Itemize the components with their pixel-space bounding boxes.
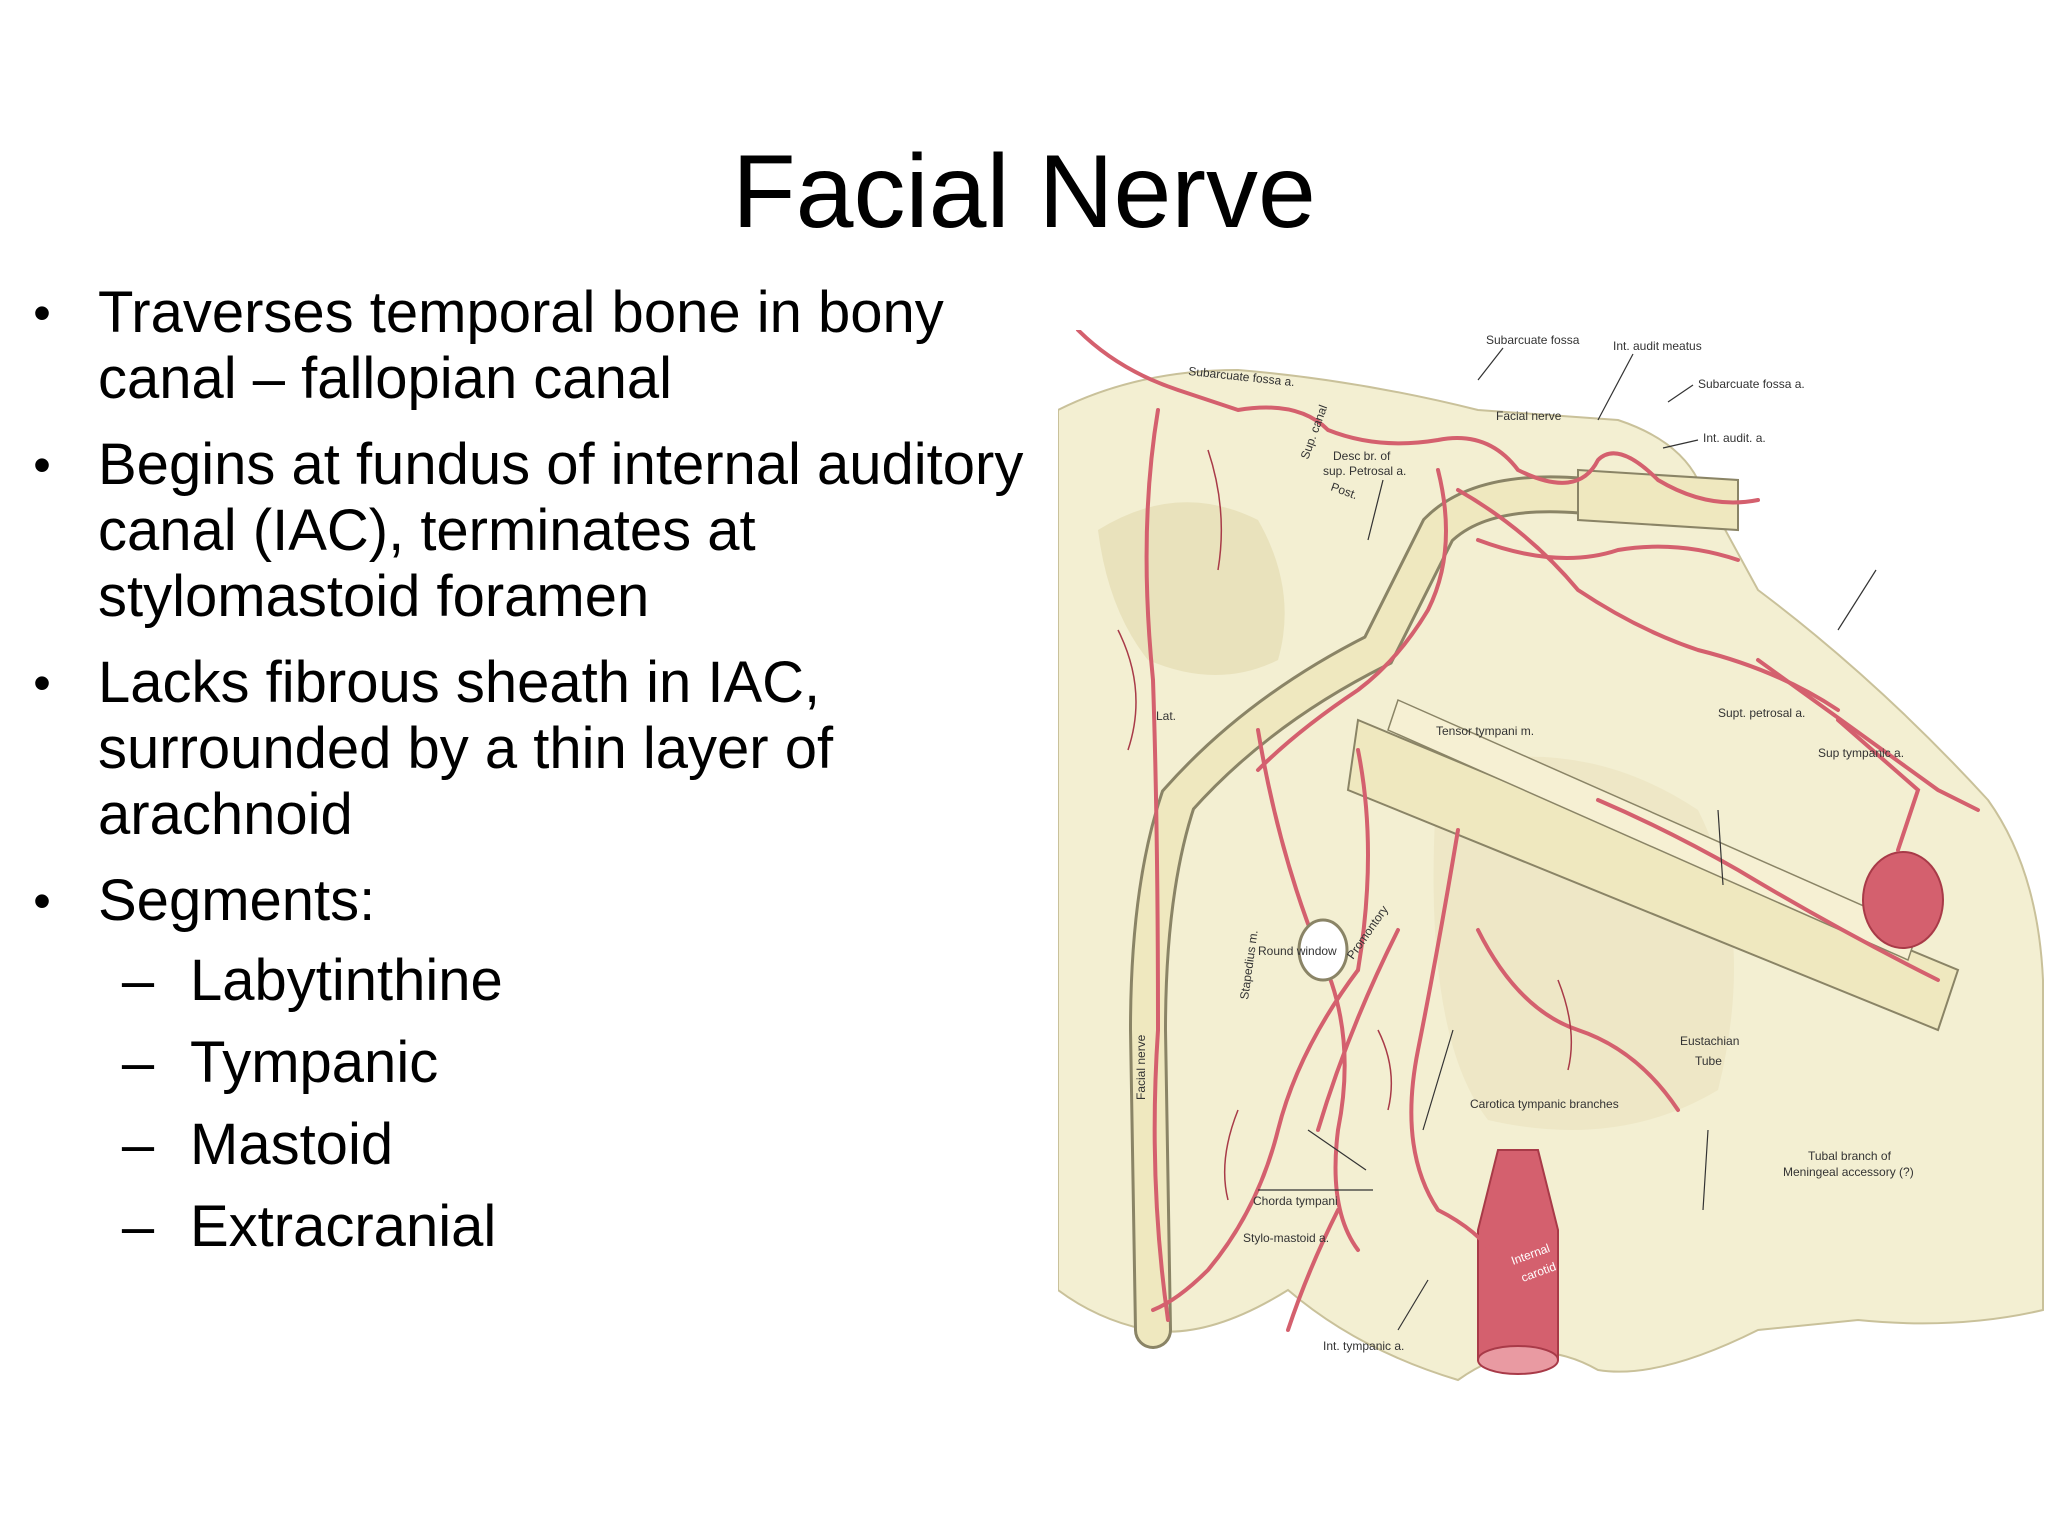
label-tubal-branch: Tubal branch of [1808,1149,1892,1163]
dash-icon: – [121,1194,155,1259]
label-int-tympanic: Int. tympanic a. [1323,1339,1404,1353]
dash-icon: – [121,948,155,1013]
label-round-window: Round window [1258,944,1337,958]
label-chorda-tympani: Chorda tympani [1253,1194,1338,1208]
round-window [1297,918,1349,982]
label-sup-petrosal: sup. Petrosal a. [1323,464,1406,478]
tensor-tympani-muscle [1387,698,1919,962]
dash-icon: – [121,1030,155,1095]
segment-item: –Tympanic [98,1030,1062,1096]
label-desc-br: Desc br. of [1333,449,1391,463]
segment-text: Extracranial [190,1194,497,1259]
label-facial-nerve-top: Facial nerve [1496,409,1562,423]
internal-auditory-meatus [1577,468,1739,532]
segment-item: –Extracranial [98,1194,1062,1260]
segment-item: –Mastoid [98,1112,1062,1178]
label-supt-petrosal: Supt. petrosal a. [1718,706,1805,720]
bullet-text: Traverses temporal bone in bony canal – … [98,280,944,411]
bullet-dot-icon: • [33,873,51,929]
bullet-text: Segments: [98,868,376,933]
bullet-dot-icon: • [33,285,51,341]
segment-list: –Labytinthine –Tympanic –Mastoid –Extrac… [98,948,1062,1260]
bullet-item: • Begins at fundus of internal auditory … [22,432,1062,630]
label-lat: Lat. [1156,709,1176,723]
leader-lines [1258,347,1877,1331]
bullet-item: • Traverses temporal bone in bony canal … [22,280,1062,412]
facial-nerve-anatomy-illustration: Subarcuate fossa a. Sup. canal Post. Sub… [1058,330,2048,1400]
bullet-text: Begins at fundus of internal auditory ca… [98,432,1024,629]
label-meningeal-accessory: Meningeal accessory (?) [1783,1165,1914,1179]
bullet-text: Lacks fibrous sheath in IAC, surrounded … [98,650,834,847]
segment-item: –Labytinthine [98,948,1062,1014]
label-stylo-mastoid: Stylo-mastoid a. [1243,1231,1329,1245]
anatomy-drawing: Subarcuate fossa a. Sup. canal Post. Sub… [1058,330,2044,1382]
slide-title: Facial Nerve [732,134,1316,250]
label-int-audit-meatus: Int. audit meatus [1613,339,1702,353]
bullet-dot-icon: • [33,437,51,493]
bullet-item: • Segments: –Labytinthine –Tympanic –Mas… [22,868,1062,1260]
segment-text: Tympanic [190,1030,439,1095]
label-facial-nerve-vertical: Facial nerve [1134,1034,1148,1100]
label-tube: Tube [1695,1054,1722,1068]
bullet-list: • Traverses temporal bone in bony canal … [22,280,1062,1280]
bullet-dot-icon: • [33,655,51,711]
label-tensor-tympani: Tensor tympani m. [1436,724,1534,738]
label-carotica-tympanic: Carotica tympanic branches [1470,1097,1619,1111]
label-subarcuate-fossa-a-right: Subarcuate fossa a. [1698,377,1805,391]
dash-icon: – [121,1112,155,1177]
label-sup-tympanic: Sup tympanic a. [1818,746,1904,760]
label-subarcuate-fossa: Subarcuate fossa [1486,333,1580,347]
segment-text: Labytinthine [190,948,503,1013]
label-int-audit-a: Int. audit. a. [1703,431,1766,445]
carotid-opening [1477,1345,1559,1375]
vessel-cross-section [1862,851,1944,949]
bullet-item: • Lacks fibrous sheath in IAC, surrounde… [22,650,1062,848]
segment-text: Mastoid [190,1112,394,1177]
arteries [1076,330,1980,1332]
artery-branches [1117,449,1573,1201]
label-eustachian: Eustachian [1680,1034,1739,1048]
